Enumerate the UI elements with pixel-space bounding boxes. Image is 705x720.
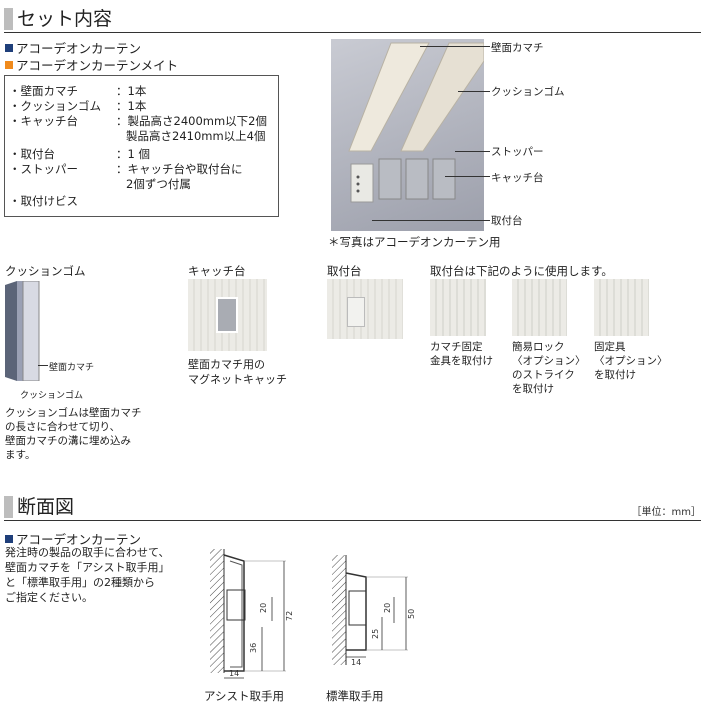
assist-section-drawing: 20 72 36 14 — [210, 549, 294, 679]
label-kamachi: 壁面カマチ — [491, 42, 544, 54]
item-name: ・クッションゴム — [9, 99, 101, 113]
base-usage-note: 取付台は下記のように使用します。 — [430, 264, 613, 278]
caption-line: のストライク — [512, 369, 575, 381]
item-name: ・取付けビス — [9, 194, 78, 208]
dimension-label: 25 — [371, 629, 380, 639]
label-catch: キャッチ台 — [491, 172, 544, 184]
label-cushion: クッションゴム — [491, 86, 565, 98]
desc-line: の長さに合わせて切り、 — [5, 421, 121, 433]
label-cushion: クッションゴム — [20, 391, 84, 401]
use-photo-simple-lock — [512, 279, 567, 336]
standard-caption: 標準取手用 — [326, 689, 384, 703]
caption-line: カマチ固定 — [430, 341, 483, 353]
desc-line: 壁面カマチ用の — [188, 358, 265, 371]
catch-photo — [188, 279, 267, 351]
section-title: セット内容 — [17, 8, 113, 30]
desc-line: 壁面カマチを「アシスト取手用」 — [5, 561, 170, 574]
navy-square-icon — [5, 535, 13, 543]
orange-square-icon — [5, 61, 13, 69]
label-base: 取付台 — [491, 215, 523, 227]
item-name: ・ストッパー — [9, 162, 78, 176]
section-title: 断面図 — [17, 496, 75, 518]
leader-line — [372, 220, 490, 221]
use-caption: 固定具 〈オプション〉 を取付け — [594, 340, 668, 382]
navy-square-icon — [5, 44, 13, 52]
cross-section-description: 発注時の製品の取手に合わせて、 壁面カマチを「アシスト取手用」 と「標準取手用」… — [5, 545, 170, 605]
base-title: 取付台 — [327, 264, 362, 278]
caption-line: 〈オプション〉 — [512, 355, 586, 367]
item-value: ：1本 — [116, 84, 147, 98]
use-caption: カマチ固定 金具を取付け — [430, 340, 493, 368]
photo-note: ＊写真はアコーデオンカーテン用 — [328, 235, 501, 249]
header-accent-bar — [4, 496, 13, 518]
leader-line — [445, 176, 490, 177]
desc-line: ます。 — [5, 449, 36, 461]
caption-line: 簡易ロック — [512, 341, 565, 353]
dimension-label: 20 — [259, 603, 268, 613]
cushion-title: クッションゴム — [5, 264, 86, 278]
standard-section-drawing: 20 50 25 14 — [332, 555, 416, 667]
desc-line: マグネットキャッチ — [188, 373, 287, 386]
desc-line: と「標準取手用」の2種類から — [5, 576, 155, 589]
caption-line: 金具を取付け — [430, 355, 493, 367]
dimension-label: 50 — [407, 609, 416, 619]
parts-photo — [331, 39, 485, 231]
item-name: ・キャッチ台 — [9, 114, 78, 128]
use-photo-fixing-tool — [594, 279, 649, 336]
caption-line: を取付け — [594, 369, 636, 381]
parts-photo-drawing — [348, 42, 485, 203]
cushion-illustration — [5, 280, 45, 382]
catch-description: 壁面カマチ用の マグネットキャッチ — [188, 357, 287, 387]
label-kamachi: 壁面カマチ — [49, 363, 95, 373]
magnet-catch-icon — [216, 297, 238, 333]
item-name: ・取付台 — [9, 147, 55, 161]
item-value: 製品高さ2410mm以上4個 — [126, 129, 266, 143]
item-name: ・壁面カマチ — [9, 84, 78, 98]
dimension-label: 36 — [249, 643, 258, 653]
leader-line — [38, 365, 48, 366]
caption-line: 〈オプション〉 — [594, 355, 668, 367]
unit-note: ［単位：mm］ — [631, 507, 701, 518]
item-value: 2個ずつ付属 — [126, 177, 191, 191]
assist-caption: アシスト取手用 — [204, 689, 285, 703]
caption-line: 固定具 — [594, 341, 626, 353]
desc-line: ご指定ください。 — [5, 591, 93, 604]
section-header-cross-section: 断面図 ［単位：mm］ — [4, 494, 701, 521]
assist-cross-section: 20 72 36 14 — [204, 545, 304, 683]
product-name: アコーデオンカーテン — [16, 532, 142, 547]
dimension-label: 20 — [383, 603, 392, 613]
desc-line: 壁面カマチの溝に埋め込み — [5, 435, 131, 447]
contents-box: ・壁面カマチ ：1本 ・クッションゴム ：1本 ・キャッチ台 ：製品高さ2400… — [4, 75, 279, 217]
item-value: ：キャッチ台や取付台に — [116, 162, 243, 176]
header-accent-bar — [4, 8, 13, 30]
standard-cross-section: 20 50 25 14 — [326, 545, 426, 683]
use-photo-kamachi-fixture — [430, 279, 486, 336]
dimension-label: 14 — [351, 658, 361, 667]
product-label-curtain-mate: アコーデオンカーテンメイト — [5, 55, 178, 74]
leader-line — [420, 46, 490, 47]
use-caption: 簡易ロック 〈オプション〉 のストライク を取付け — [512, 340, 586, 396]
desc-line: 発注時の製品の取手に合わせて、 — [5, 546, 170, 559]
cushion-description: クッションゴムは壁面カマチ の長さに合わせて切り、 壁面カマチの溝に埋め込み ま… — [5, 406, 142, 462]
catch-title: キャッチ台 — [188, 264, 246, 278]
product-label-curtain: アコーデオンカーテン — [5, 529, 141, 548]
base-photo — [327, 279, 403, 339]
caption-line: を取付け — [512, 383, 554, 395]
dimension-label: 14 — [229, 669, 239, 678]
product-name: アコーデオンカーテンメイト — [16, 58, 179, 73]
item-value: ：1本 — [116, 99, 147, 113]
mounting-base-icon — [347, 297, 365, 327]
item-value: ：製品高さ2400mm以下2個 — [116, 114, 267, 128]
product-label-curtain: アコーデオンカーテン — [5, 38, 141, 57]
product-name: アコーデオンカーテン — [16, 41, 142, 56]
leader-line — [458, 91, 490, 92]
section-header-set-contents: セット内容 — [4, 6, 701, 33]
leader-line — [455, 151, 490, 152]
desc-line: クッションゴムは壁面カマチ — [5, 407, 142, 419]
dimension-label: 72 — [285, 611, 294, 621]
label-stopper: ストッパー — [491, 146, 544, 158]
item-value: ：1 個 — [116, 147, 150, 161]
